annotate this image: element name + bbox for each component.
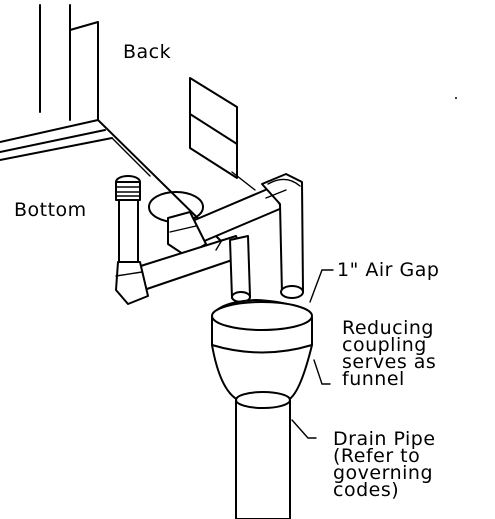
label-drain-line-1: Drain Pipe bbox=[333, 428, 436, 450]
reducing-coupling bbox=[211, 299, 313, 401]
left-vertical-pipe bbox=[115, 175, 141, 263]
label-drain-line-2: (Refer to bbox=[333, 445, 421, 467]
label-coupling-line-3: serves as bbox=[342, 351, 437, 373]
speck-dot bbox=[455, 97, 457, 99]
trap-upper-run bbox=[189, 187, 283, 243]
trap-lower-elbow bbox=[115, 261, 149, 305]
access-panel bbox=[189, 77, 238, 179]
trap-outlet-stub bbox=[229, 235, 251, 303]
leader-lines bbox=[291, 269, 334, 439]
label-back: Back bbox=[123, 41, 172, 63]
label-drain-line-4: codes) bbox=[333, 479, 400, 501]
label-bottom: Bottom bbox=[14, 199, 87, 221]
label-air-gap: 1" Air Gap bbox=[337, 259, 440, 281]
label-coupling-line-2: coupling bbox=[342, 334, 427, 356]
label-coupling-line-4: funnel bbox=[342, 368, 405, 390]
label-coupling-line-1: Reducing bbox=[342, 317, 434, 339]
drain-pipe bbox=[235, 391, 291, 519]
label-drain-line-3: governing bbox=[333, 462, 434, 484]
trap-right-riser bbox=[261, 173, 304, 299]
